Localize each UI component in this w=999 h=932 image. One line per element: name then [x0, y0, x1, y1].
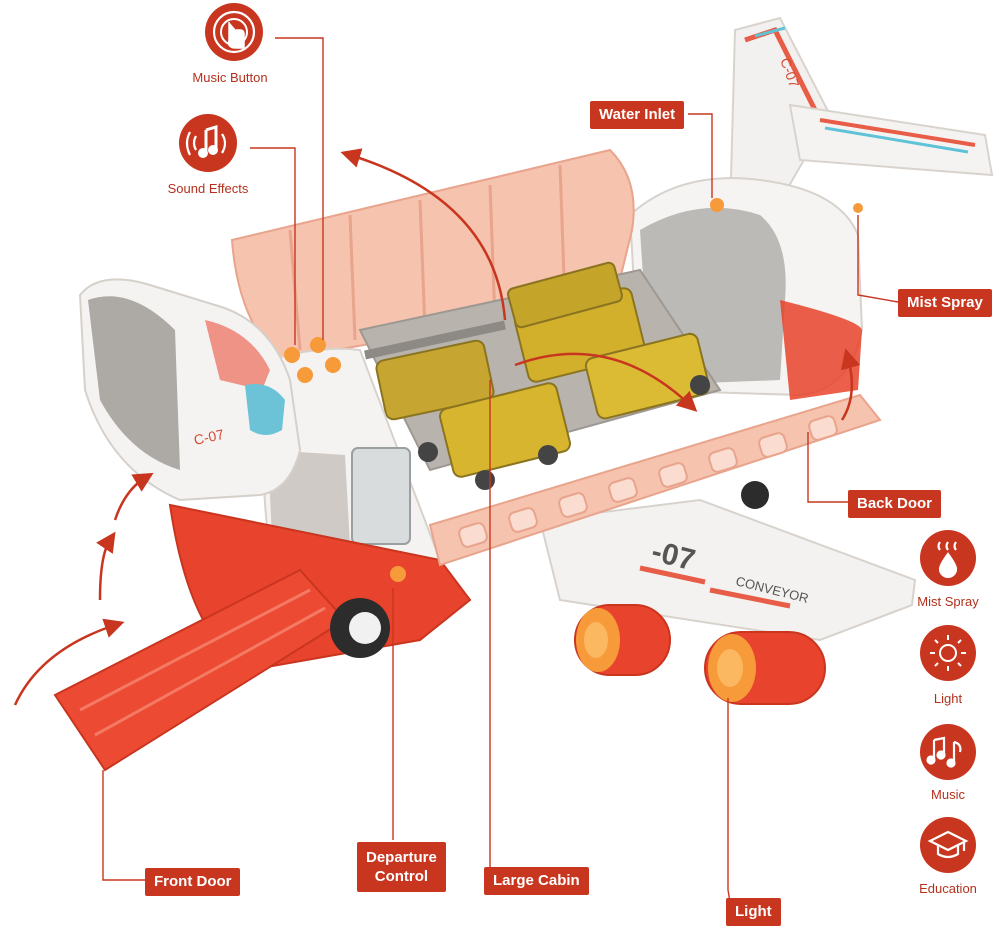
departure-control-line2: Control [374, 868, 429, 885]
light-icon [930, 635, 966, 671]
motion-arrows [13, 148, 861, 706]
mist-spray-icon [937, 541, 958, 579]
sound-effects-caption: Sound Effects [167, 181, 249, 196]
toy-airplane: C-07 C-07 [53, 16, 994, 772]
departure-control-tag: Departure Control [357, 842, 446, 892]
education-icon [927, 830, 969, 859]
departure-control-line1: Departure [366, 849, 437, 866]
music-button-badge [205, 3, 263, 61]
light-tag: Light [726, 898, 781, 926]
sound-effects-badge [179, 114, 237, 172]
sound-effects-icon [204, 124, 218, 152]
education-badge [920, 817, 976, 873]
large-cabin-tag: Large Cabin [484, 867, 589, 895]
engines [574, 604, 826, 705]
front-door-tag: Front Door [145, 868, 241, 896]
music-icon [926, 736, 962, 768]
music-button-caption: Music Button [192, 70, 268, 85]
light-caption: Light [933, 691, 963, 706]
back-door-tag: Back Door [848, 490, 942, 518]
music-button-icon [227, 22, 245, 49]
water-inlet-tag: Water Inlet [590, 101, 685, 129]
side-window [351, 447, 411, 545]
mist-spray-badge [920, 530, 976, 586]
light-badge [920, 625, 976, 681]
music-caption: Music [931, 787, 965, 802]
nose-code: C-07 [192, 426, 225, 448]
education-caption: Education [919, 881, 977, 896]
mist-spray-caption: Mist Spray [917, 594, 979, 609]
music-badge [920, 724, 976, 780]
water-inlet-port [710, 198, 724, 212]
control-buttons [284, 337, 341, 383]
mist-spray-nozzle [853, 203, 863, 213]
mist-spray-tag: Mist Spray [898, 289, 992, 317]
